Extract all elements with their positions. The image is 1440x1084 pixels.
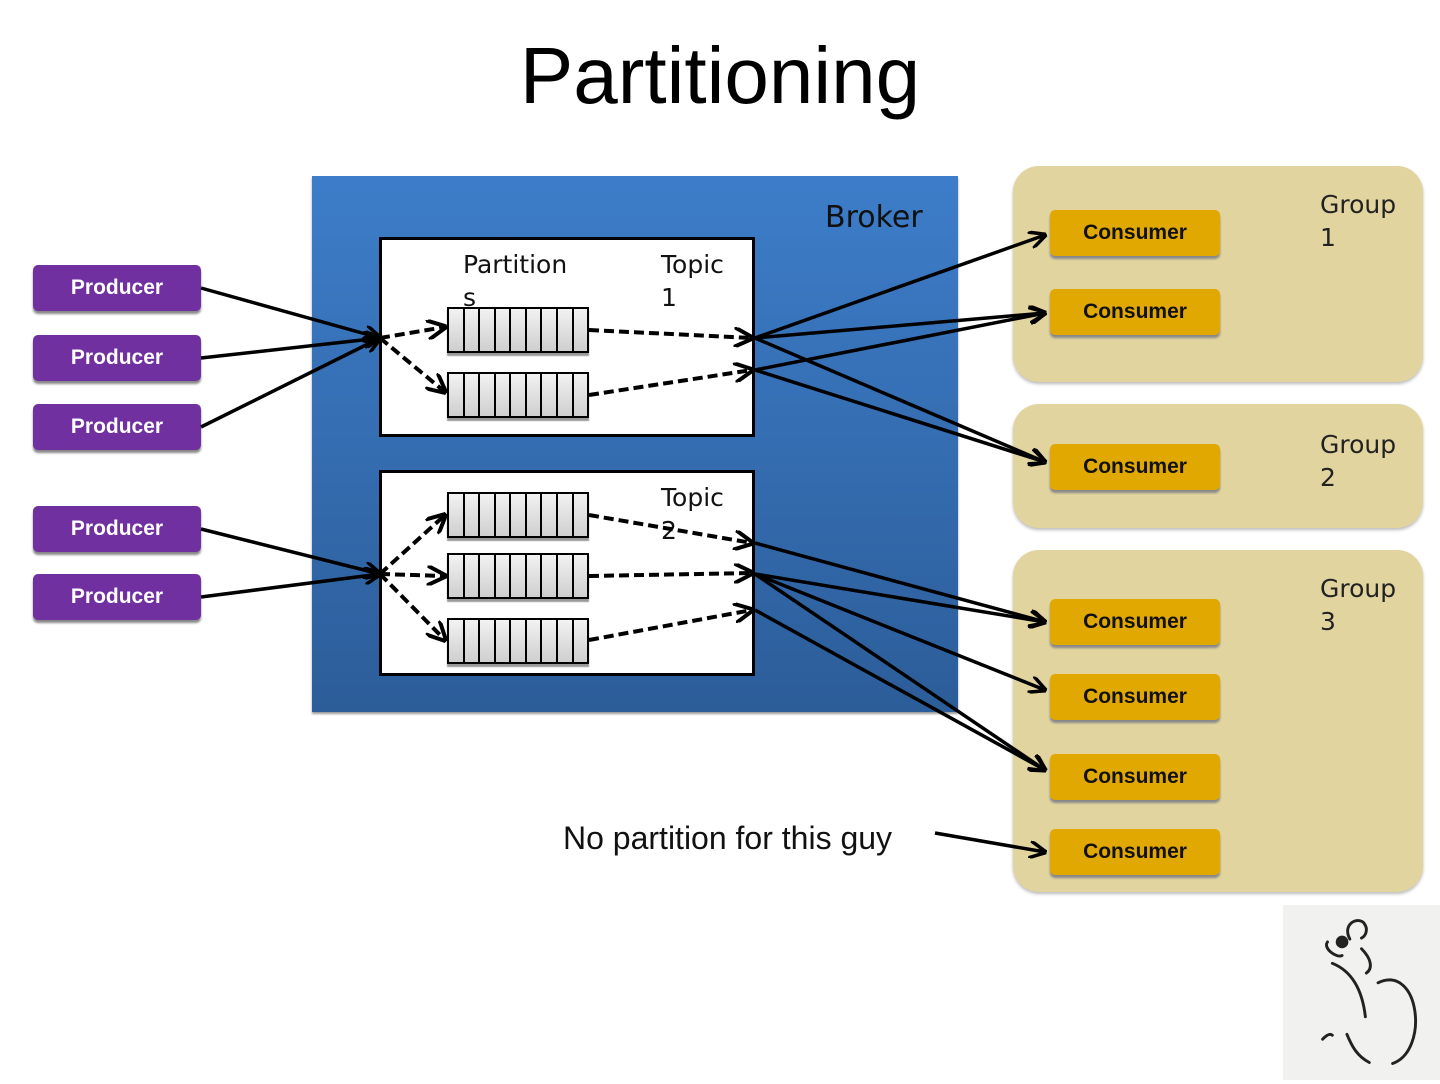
topic-2-label: Topic 2 [661, 483, 724, 545]
partition [447, 618, 589, 664]
producer-5: Producer [33, 574, 201, 620]
consumer-g3-2: Consumer [1050, 674, 1220, 720]
consumer-g2-1: Consumer [1050, 444, 1220, 490]
partition [447, 372, 589, 418]
group-1 [1013, 166, 1423, 382]
producer-1: Producer [33, 265, 201, 311]
broker-label: Broker [825, 200, 923, 235]
partition [447, 492, 589, 538]
group-1-label: Group 1 [1320, 190, 1397, 252]
consumer-g3-4: Consumer [1050, 829, 1220, 875]
partitions-label: Partitions [463, 250, 568, 312]
consumer-g3-3: Consumer [1050, 754, 1220, 800]
group-3-label: Group 3 [1320, 574, 1397, 636]
cartoon-sketch-image [1283, 905, 1440, 1080]
partition [447, 307, 589, 353]
consumer-g3-1: Consumer [1050, 599, 1220, 645]
producer-4: Producer [33, 506, 201, 552]
topic-1-label: Topic 1 [661, 250, 724, 312]
consumer-g1-2: Consumer [1050, 289, 1220, 335]
group-2-label: Group 2 [1320, 430, 1397, 492]
producer-2: Producer [33, 335, 201, 381]
producer-3: Producer [33, 404, 201, 450]
partition [447, 553, 589, 599]
no-partition-note: No partition for this guy [563, 820, 893, 856]
consumer-g1-1: Consumer [1050, 210, 1220, 256]
slide-title: Partitioning [519, 31, 921, 120]
